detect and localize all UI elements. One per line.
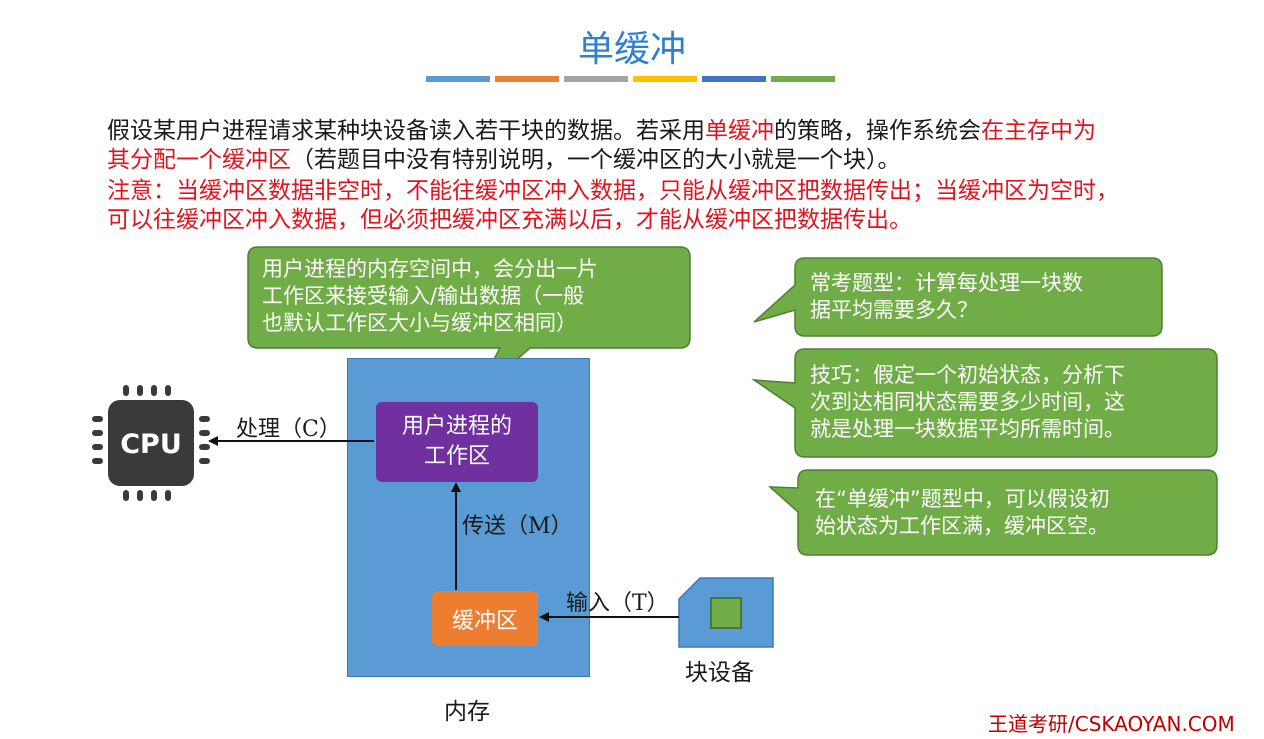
intro-text: 假设某用户进程请求某种块设备读入若干块的数据。若采用 — [107, 118, 705, 144]
transfer-label: 传送（M） — [462, 514, 573, 539]
callout-line: 在“单缓冲”题型中，可以假设初 — [815, 487, 1110, 511]
callout-line: 就是处理一块数据平均所需时间。 — [810, 417, 1125, 441]
intro-highlight: 其分配一个缓冲区 — [107, 147, 291, 173]
input-label: 输入（T） — [566, 591, 669, 616]
buffer-box: 缓冲区 — [432, 591, 538, 646]
callout-exam-text: 常考题型：计算每处理一块数 据平均需要多久？ — [810, 270, 1083, 324]
cpu-chip-icon — [92, 385, 210, 501]
footer-brand: 王道考研/CSKAOYAN.COM — [988, 712, 1235, 736]
intro-text: （若题目中没有特别说明，一个缓冲区的大小就是一个块）。 — [291, 147, 901, 173]
callout-workspace-text: 用户进程的内存空间中，会分出一片 工作区来接受输入/输出数据（一般 也默认工作区… — [262, 256, 598, 337]
work-area-label: 工作区 — [423, 444, 490, 469]
note-paragraph: 注意：当缓冲区数据非空时，不能往缓冲区冲入数据，只能从缓冲区把数据传出；当缓冲区… — [107, 177, 1237, 235]
title-underline — [426, 76, 835, 82]
callout-assume-bubble — [767, 469, 1218, 556]
callout-line: 次到达相同状态需要多少时间，这 — [810, 390, 1125, 414]
work-area-box: 用户进程的 工作区 — [376, 402, 538, 482]
callout-line: 用户进程的内存空间中，会分出一片 — [262, 257, 598, 281]
block-device-label: 块设备 — [685, 660, 754, 686]
page-title: 单缓冲 — [577, 29, 686, 70]
cpu-label: CPU — [120, 429, 182, 460]
callout-line: 据平均需要多久？ — [810, 298, 978, 322]
callout-line: 技巧：假定一个初始状态，分析下 — [810, 363, 1125, 387]
underline-segment — [771, 76, 835, 82]
underline-segment — [702, 76, 766, 82]
intro-highlight: 单缓冲 — [705, 118, 774, 144]
callout-line: 也默认工作区大小与缓冲区相同） — [262, 311, 577, 335]
note-line: 注意：当缓冲区数据非空时，不能往缓冲区冲入数据，只能从缓冲区把数据传出；当缓冲区… — [107, 178, 1119, 204]
process-label: 处理（C） — [236, 417, 341, 442]
underline-segment — [495, 76, 559, 82]
note-line: 可以往缓冲区冲入数据，但必须把缓冲区充满以后，才能从缓冲区把数据传出。 — [107, 207, 912, 233]
callout-line: 始状态为工作区满，缓冲区空。 — [815, 514, 1109, 538]
callout-tip-bubble — [751, 348, 1218, 458]
memory-label: 内存 — [444, 699, 490, 725]
intro-highlight: 在主存中为 — [981, 118, 1096, 144]
intro-text: 的策略，操作系统会 — [774, 118, 981, 144]
callout-line: 工作区来接受输入/输出数据（一般 — [262, 284, 585, 308]
callout-line: 常考题型：计算每处理一块数 — [810, 271, 1083, 295]
device-chip — [710, 597, 742, 629]
underline-segment — [426, 76, 490, 82]
underline-segment — [564, 76, 628, 82]
callout-tip-text: 技巧：假定一个初始状态，分析下 次到达相同状态需要多少时间，这 就是处理一块数据… — [810, 362, 1125, 443]
callout-assume-text: 在“单缓冲”题型中，可以假设初 始状态为工作区满，缓冲区空。 — [815, 486, 1110, 540]
intro-paragraph: 假设某用户进程请求某种块设备读入若干块的数据。若采用单缓冲的策略，操作系统会在主… — [107, 117, 1237, 175]
callout-exam-bubble — [753, 257, 1163, 337]
underline-segment — [633, 76, 697, 82]
work-area-label: 用户进程的 — [401, 414, 512, 439]
